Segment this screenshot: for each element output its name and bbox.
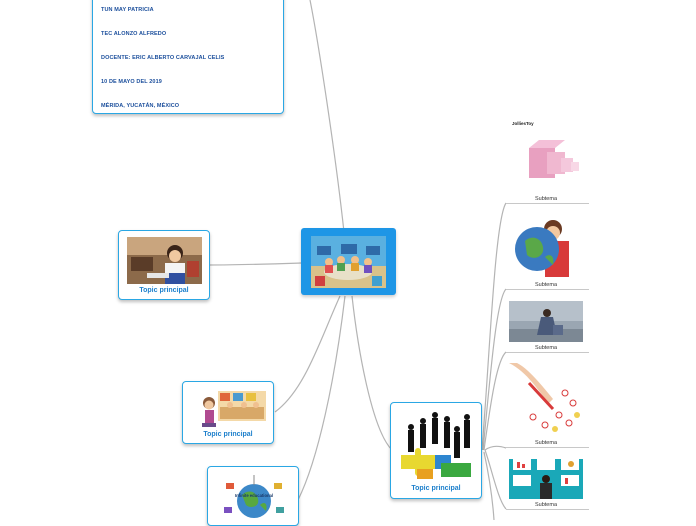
subtopic-1-image[interactable]: JolliesToy	[509, 118, 583, 192]
subtopic-2-underline	[506, 289, 589, 290]
topic-bottom-image: Infinite educational	[222, 473, 286, 521]
info-card[interactable]: TUN MAY PATRICIA TEC ALONZO ALFREDO DOCE…	[92, 0, 284, 114]
info-line: TEC ALONZO ALFREDO	[101, 31, 167, 37]
connector-left	[208, 262, 302, 266]
info-line: TUN MAY PATRICIA	[101, 7, 154, 13]
connector-right	[351, 295, 393, 451]
subtopic-3-underline	[506, 352, 589, 353]
connector-sub-6	[483, 451, 495, 520]
topic-left-label: Topic principal	[139, 287, 189, 294]
connector-bottom	[297, 295, 346, 501]
subtopic-4-underline	[506, 447, 589, 448]
topic-lower-left-label: Topic principal	[203, 431, 253, 438]
subtopic-3-label: Subtema	[534, 345, 557, 351]
info-line: 10 DE MAYO DEL 2019	[101, 79, 162, 85]
central-topic-image	[311, 236, 386, 288]
topic-lower-left[interactable]: Topic principal	[182, 381, 274, 444]
topic-right-label: Topic principal	[411, 485, 461, 492]
central-topic[interactable]	[301, 228, 396, 295]
connector-sub-2	[482, 288, 507, 451]
topic-right[interactable]: Topic principal	[390, 402, 482, 499]
topic-bottom[interactable]: Infinite educational	[207, 466, 299, 526]
connector-sub-4	[484, 445, 507, 451]
subtopic-3-image[interactable]	[509, 301, 583, 342]
connector-info	[309, 0, 345, 233]
subtopic-5-image[interactable]	[509, 459, 583, 499]
subtopic-1-underline	[506, 203, 589, 204]
info-line: DOCENTE: ERIC ALBERTO CARVAJAL CELIS	[101, 55, 225, 61]
subtopic-1-label: Subtema	[534, 196, 557, 202]
subtopic-2-label: Subtema	[534, 282, 557, 288]
connector-lower-left	[274, 295, 341, 413]
subtopic-2-image[interactable]	[509, 213, 583, 277]
subtopic-4-label: Subtema	[534, 440, 557, 446]
connector-sub-5	[484, 449, 507, 510]
info-line: MÉRIDA, YUCATÁN, MÉXICO	[101, 103, 180, 109]
topic-lower-left-image	[200, 389, 268, 429]
subtopic-4-image[interactable]	[509, 363, 583, 437]
subtopic-5-underline	[506, 509, 589, 510]
connector-sub-1	[481, 202, 507, 451]
topic-left-image	[127, 237, 202, 284]
education-image-text: Infinite educational	[235, 493, 273, 498]
jolliertoy-logo-text: JolliesToy	[512, 121, 534, 126]
topic-left[interactable]: Topic principal	[118, 230, 210, 300]
topic-right-image	[399, 407, 474, 483]
subtopic-5-label: Subtema	[534, 502, 557, 508]
connector-sub-3	[483, 351, 507, 451]
